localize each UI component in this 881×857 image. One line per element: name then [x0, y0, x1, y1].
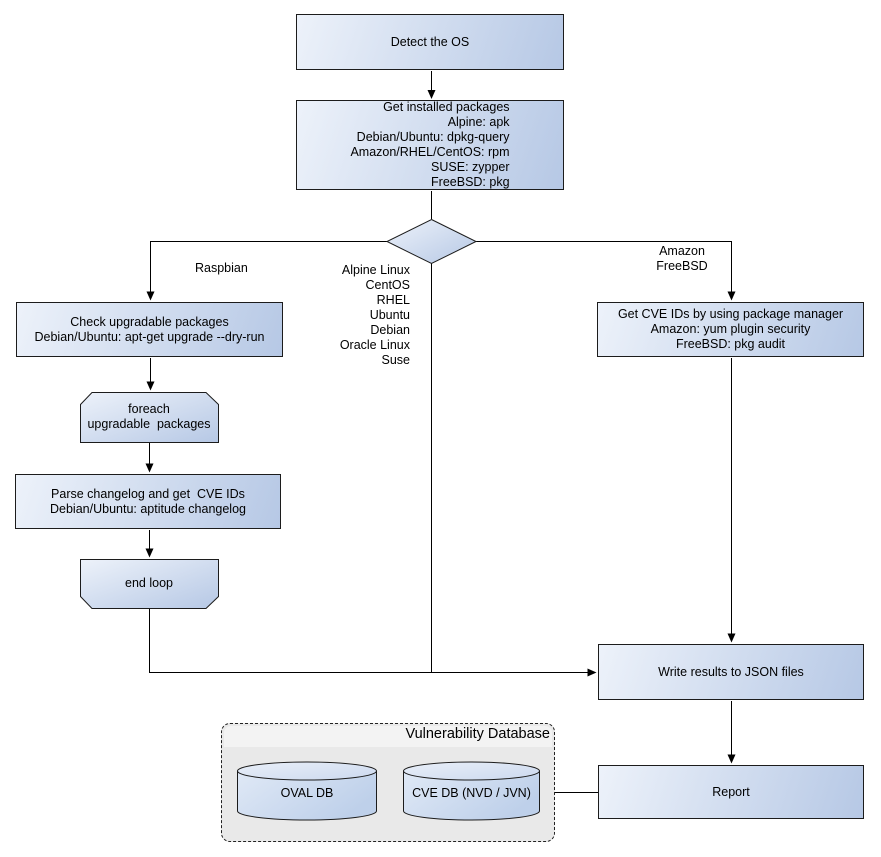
node-report: Report: [598, 765, 864, 819]
branch-label-amazon-freebsd: Amazon FreeBSD: [656, 244, 708, 273]
os-decision-diamond: [385, 218, 478, 265]
branch-label-direct-os-list: Alpine Linux CentOS RHEL Ubuntu Debian O…: [339, 263, 410, 367]
end-loop-shape: [80, 559, 219, 609]
node-get-cve-ids-label: Get CVE IDs by using package manager Ama…: [617, 307, 844, 351]
node-parse-changelog-label: Parse changelog and get CVE IDs Debian/U…: [50, 486, 246, 516]
node-parse-changelog: Parse changelog and get CVE IDs Debian/U…: [15, 474, 281, 529]
oval-db-cylinder: [237, 761, 377, 821]
node-report-label: Report: [712, 784, 750, 799]
vulnerability-database-title: Vulnerability Database: [405, 726, 550, 742]
node-detect-os: Detect the OS: [296, 14, 564, 70]
node-check-upgradable-packages-label: Check upgradable packages Debian/Ubuntu:…: [34, 314, 265, 344]
node-get-cve-ids: Get CVE IDs by using package manager Ama…: [597, 302, 864, 357]
node-get-installed-packages-label: Get installed packages Alpine: apk Debia…: [350, 100, 510, 189]
node-get-installed-packages: Get installed packages Alpine: apk Debia…: [296, 100, 564, 190]
node-write-results-label: Write results to JSON files: [658, 664, 804, 679]
node-check-upgradable-packages: Check upgradable packages Debian/Ubuntu:…: [16, 302, 283, 357]
edge-decision-to-get-cve: [475, 241, 736, 301]
cve-db-cylinder: [403, 761, 540, 821]
cve-db-cylinder-top: [403, 761, 540, 781]
vulnerability-database-header-strip: [224, 726, 552, 747]
foreach-loop-shape: [80, 392, 219, 443]
edge-decision-to-check-upgradable: [146, 241, 389, 301]
oval-db-cylinder-top: [237, 761, 377, 781]
edge-endloop-to-write-results: [149, 608, 597, 677]
branch-label-raspbian: Raspbian: [195, 261, 248, 275]
node-detect-os-label: Detect the OS: [390, 34, 470, 49]
node-write-results: Write results to JSON files: [598, 644, 864, 700]
